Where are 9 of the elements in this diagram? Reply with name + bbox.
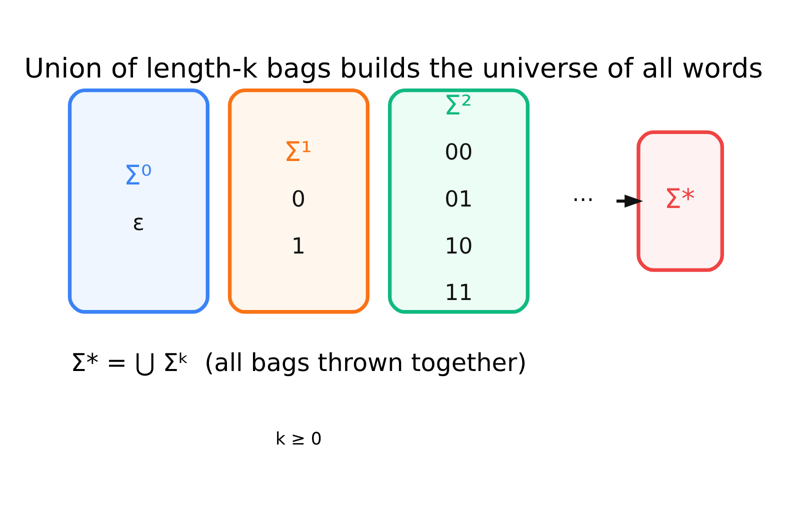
diagram-title: Union of length-k bags builds the universe of all words [24, 53, 763, 84]
node-text: ⋯ [572, 186, 594, 212]
label: k ≥ 0 [276, 428, 322, 449]
node-box: Σ² 00 01 10 11 [388, 88, 530, 314]
arrow [616, 194, 644, 208]
node-box: Σ⁰ ε [68, 88, 210, 314]
node-box: Σ* [636, 130, 724, 272]
node-box: Σ¹ 0 1 [228, 88, 370, 314]
label: Σ* = ⋃ Σᵏ (all bags thrown together) [70, 347, 527, 376]
